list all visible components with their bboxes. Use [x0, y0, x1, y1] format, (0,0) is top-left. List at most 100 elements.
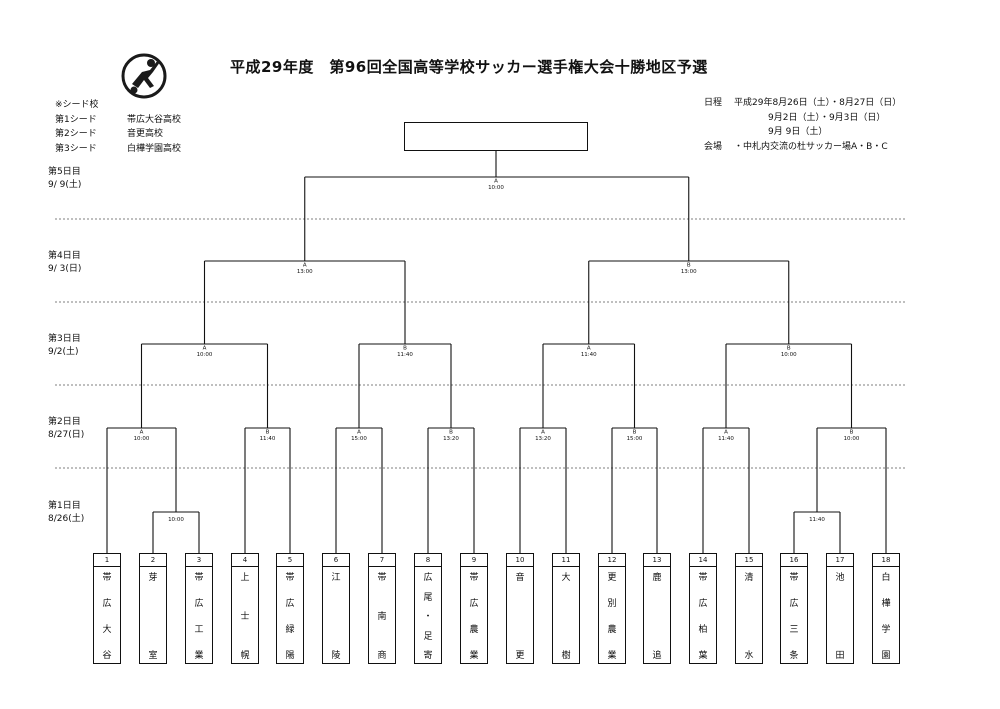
- team-name-char: 士: [240, 612, 250, 622]
- soccer-logo: [121, 53, 167, 99]
- match-court: B: [403, 346, 407, 352]
- seed-row: 第1シード帯広大谷高校: [55, 113, 181, 128]
- team-name-char: 広: [789, 599, 799, 609]
- team-name-char: 上: [240, 573, 250, 583]
- match-time: 10:00: [488, 185, 504, 191]
- match-court: A: [494, 179, 498, 185]
- team-name: 白樺学園: [873, 570, 899, 661]
- team-name-char: 商: [377, 651, 387, 661]
- team-number: 8: [415, 554, 441, 567]
- team-number: 16: [781, 554, 807, 567]
- team-name-char: 大: [102, 625, 112, 635]
- match-time: 10:00: [781, 352, 797, 358]
- team-name: 上士幌: [232, 570, 258, 661]
- seed-row: 第2シード 音更高校: [55, 127, 181, 142]
- team-box: 8 広尾・足寄: [414, 553, 442, 664]
- date-label: 日程: [704, 98, 723, 108]
- team-name: 帯広工業: [186, 570, 212, 661]
- seed-team: 音更高校: [127, 129, 164, 139]
- team-name: 帯広三条: [781, 570, 807, 661]
- team-name-char: 学: [881, 625, 891, 635]
- team-name-char: 更: [515, 651, 525, 661]
- team-number: 11: [553, 554, 579, 567]
- team-name-char: 帯: [789, 573, 799, 583]
- team-name-char: 池: [835, 573, 845, 583]
- match-court: A: [587, 346, 591, 352]
- match-court: A: [541, 430, 545, 436]
- venue: ・中札内交流の杜サッカー場A・B・C: [734, 141, 888, 152]
- match-time: 10:00: [197, 352, 213, 358]
- team-number: 7: [369, 554, 395, 567]
- team-name-char: 柏: [698, 625, 708, 635]
- team-name-char: 帯: [377, 573, 387, 583]
- match-time: 11:40: [581, 352, 597, 358]
- team-name-char: 広: [285, 599, 295, 609]
- team-name-char: 足: [423, 631, 433, 642]
- team-number: 14: [690, 554, 716, 567]
- seed-list: ※シード校 第1シード帯広大谷高校 第2シード 音更高校 第3シード白樺学園高校: [55, 98, 181, 156]
- schedule-date: 平成29年8月26日（土）・8月27日（日）: [734, 98, 902, 108]
- team-name-char: 清: [744, 573, 754, 583]
- team-name-char: 鹿: [652, 573, 662, 583]
- team-name-char: 陽: [285, 651, 295, 661]
- team-name-char: 園: [881, 651, 891, 661]
- seed-heading: ※シード校: [55, 100, 99, 110]
- team-number: 3: [186, 554, 212, 567]
- team-name-char: 農: [469, 625, 479, 635]
- team-name-char: 帯: [698, 573, 708, 583]
- team-name-char: 更: [607, 573, 617, 583]
- team-number: 12: [599, 554, 625, 567]
- team-name: 帯広大谷: [94, 570, 120, 661]
- team-name-char: 工: [194, 625, 204, 635]
- team-name-char: 広: [423, 573, 433, 583]
- team-name-char: 白: [881, 573, 891, 583]
- team-box: 6 江陵: [322, 553, 350, 664]
- team-name: 音更: [507, 570, 533, 661]
- match-court: B: [687, 263, 691, 269]
- team-box: 14 帯広柏葉: [689, 553, 717, 664]
- match-time: 13:00: [681, 269, 697, 275]
- team-name: 帯広柏葉: [690, 570, 716, 661]
- match-time: 11:40: [260, 436, 276, 442]
- match-time: 11:40: [809, 517, 825, 523]
- team-name: 大樹: [553, 570, 579, 661]
- team-name: 鹿追: [644, 570, 670, 661]
- team-name: 帯広農業: [461, 570, 487, 661]
- seed-team: 白樺学園高校: [127, 143, 182, 154]
- team-name-char: 谷: [102, 651, 112, 661]
- seed-row: 第3シード白樺学園高校: [55, 142, 181, 157]
- team-name-char: 芽: [148, 573, 158, 583]
- team-name-char: 条: [789, 651, 799, 661]
- team-name-char: 帯: [285, 573, 295, 583]
- match-time: 11:40: [397, 352, 413, 358]
- team-box: 11 大樹: [552, 553, 580, 664]
- match-court: A: [203, 346, 207, 352]
- team-number: 17: [827, 554, 853, 567]
- match-time: 15:00: [351, 436, 367, 442]
- match-court: A: [724, 430, 728, 436]
- seed-team: 帯広大谷高校: [127, 114, 182, 125]
- team-name-char: 江: [331, 573, 341, 583]
- match-court: B: [449, 430, 453, 436]
- team-name: 帯南商: [369, 570, 395, 661]
- match-court: A: [140, 430, 144, 436]
- match-court: B: [787, 346, 791, 352]
- match-time: 13:20: [443, 436, 459, 442]
- team-name-char: 音: [515, 573, 525, 583]
- team-name: 江陵: [323, 570, 349, 661]
- team-number: 6: [323, 554, 349, 567]
- team-name-char: 樹: [561, 651, 571, 661]
- schedule-date: 9月 9日（土）: [768, 127, 828, 137]
- team-name: 広尾・足寄: [415, 570, 441, 661]
- seed-label: 第2シード: [55, 129, 97, 139]
